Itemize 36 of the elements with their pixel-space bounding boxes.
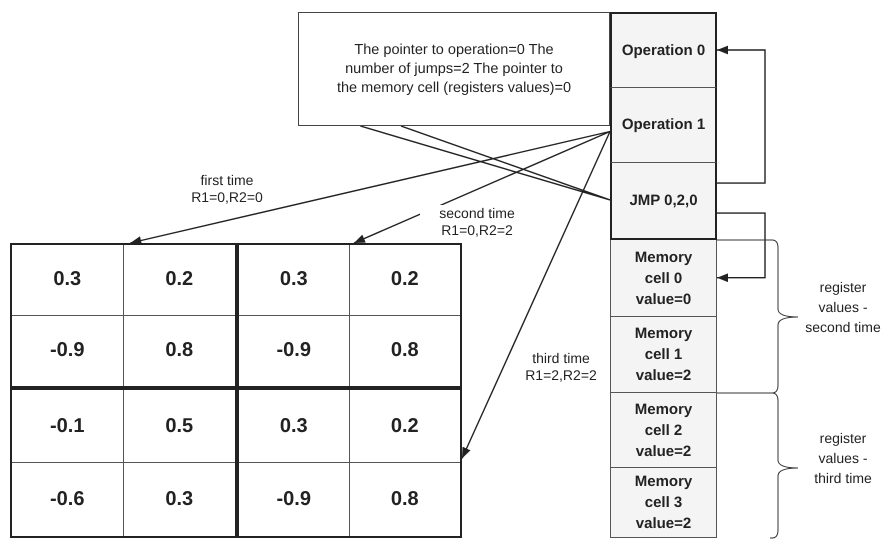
memory-cell: Memory cell 3 value=2: [610, 468, 717, 538]
brace-label: register values - third time: [813, 429, 873, 488]
matrix-cell: 0.8: [124, 316, 235, 386]
matrix-cell: -0.9: [239, 316, 350, 386]
matrix-block: [237, 243, 462, 388]
matrix-cell: 0.3: [239, 390, 350, 463]
arrow: [717, 46, 766, 184]
matrix-cell: 0.3: [124, 463, 235, 536]
matrix-cell: 0.8: [350, 316, 460, 386]
callout-pointer: [360, 125, 611, 201]
matrix-cell: -0.9: [12, 316, 124, 386]
matrix-cell: 0.3: [12, 245, 124, 316]
matrix-cell: 0.2: [124, 245, 235, 316]
matrix-cell: -0.1: [12, 390, 124, 463]
matrix-block: [10, 388, 237, 538]
matrix-cell: 0.2: [350, 245, 460, 316]
operation-cell: JMP 0,2,0: [610, 163, 717, 240]
brace-label: register values - second time: [805, 278, 881, 337]
operation-cell: Operation 0: [610, 12, 717, 88]
matrix-cell: 0.2: [350, 390, 460, 463]
matrix-cell: 0.5: [124, 390, 235, 463]
memory-cell: Memory cell 1 value=2: [610, 317, 717, 393]
matrix-cell: -0.9: [239, 463, 350, 536]
operation-cell: Operation 1: [610, 88, 717, 163]
arrow: [717, 212, 766, 282]
matrix-cell: 0.8: [350, 463, 460, 536]
matrix-cell: 0.3: [239, 245, 350, 316]
callout-box: The pointer to operation=0 The number of jumps=2 The pointer to the memory cell (registers values)=0: [298, 12, 610, 126]
memory-cell: Memory cell 0 value=0: [610, 240, 717, 317]
arrow: [130, 130, 610, 245]
matrix-block: [10, 243, 237, 388]
matrix-cell: -0.6: [12, 463, 124, 536]
matrix-block: [237, 388, 462, 538]
arrow: [461, 131, 611, 459]
memory-cell: Memory cell 2 value=2: [610, 393, 717, 468]
arrow: [354, 130, 610, 244]
